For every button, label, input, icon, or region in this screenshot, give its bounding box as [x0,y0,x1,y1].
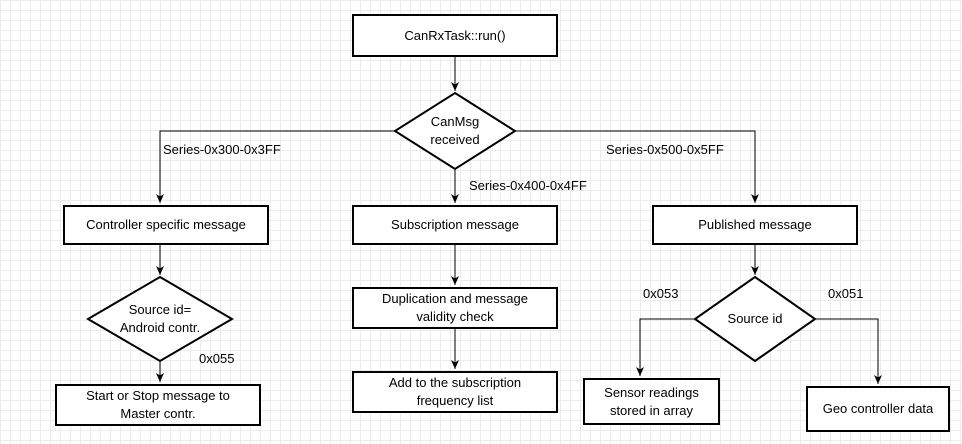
decision-source-shape [693,275,817,363]
node-geo-controller-data: Geo controller data [806,386,950,432]
arrow-source-to-sensor [636,318,695,376]
node-start-stop-message: Start or Stop message to Master contr. [55,384,261,426]
edge-label-series-400: Series-0x400-0x4FF [469,178,587,193]
edge-label-series-500: Series-0x500-0x5FF [606,142,724,157]
node-published-message: Published message [652,205,858,245]
edge-label-0x051: 0x051 [828,286,864,301]
arrow-source-to-geo [815,318,882,384]
arrow-received-to-controller [156,130,395,203]
decision-canmsg-received: CanMsg received [430,114,480,147]
arrow-received-to-published [515,130,759,203]
edge-label-0x053: 0x053 [643,286,679,301]
edge-label-0x055: 0x055 [199,351,235,366]
node-sensor-readings: Sensor readings stored in array [583,378,720,425]
node-subscription-message: Subscription message [352,205,558,245]
node-add-to-subscription-list: Add to the subscription frequency list [352,371,558,413]
node-controller-specific-message: Controller specific message [63,205,269,245]
decision-source-id: Source id [727,311,783,326]
edge-label-series-300: Series-0x300-0x3FF [163,142,281,157]
node-canrxtask-run: CanRxTask::run() [352,14,558,57]
decision-source-id-android: Source id= Android contr. [119,302,201,335]
node-duplication-validity-check: Duplication and message validity check [352,287,558,329]
